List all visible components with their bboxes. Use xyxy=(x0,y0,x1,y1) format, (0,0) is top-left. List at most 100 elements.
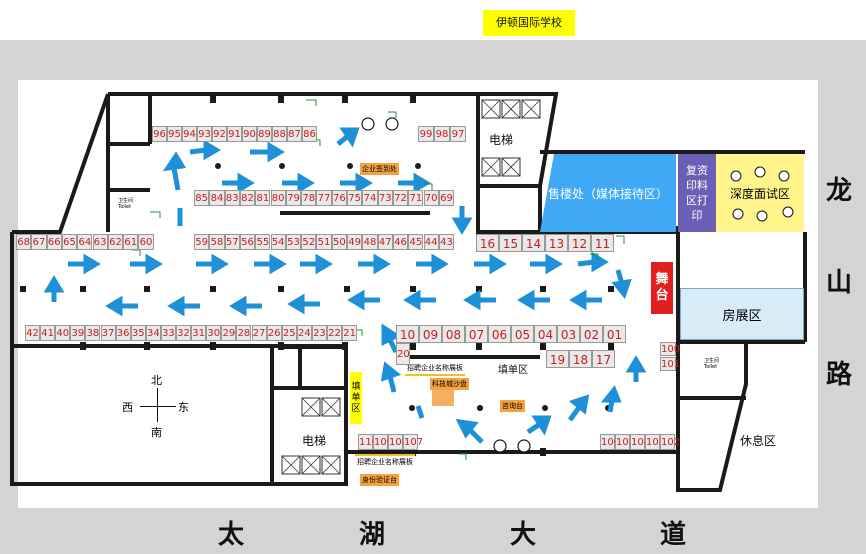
booth-29: 29 xyxy=(221,325,237,341)
booth-99: 99 xyxy=(418,126,434,142)
booth-57: 57 xyxy=(224,234,240,250)
booth-01: 01 xyxy=(603,325,626,343)
booth-60: 60 xyxy=(138,234,154,250)
booth-34: 34 xyxy=(145,325,161,341)
booth-109: 109 xyxy=(373,434,393,450)
booth-96: 96 xyxy=(152,126,167,142)
booth-71: 71 xyxy=(408,190,424,206)
road-right-char-2: 山 xyxy=(826,268,853,298)
house-show-zone: 房展区 xyxy=(680,288,804,340)
id-check-sign: 身份验证台 xyxy=(360,474,399,486)
booth-24: 24 xyxy=(296,325,312,341)
booth-38: 38 xyxy=(85,325,101,341)
booth-67: 67 xyxy=(31,234,47,250)
booth-101: 101 xyxy=(660,357,681,371)
form-fill-small-label: 填单区 xyxy=(351,381,361,414)
booth-106: 106 xyxy=(600,434,620,450)
booth-92: 92 xyxy=(212,126,227,142)
booth-30: 30 xyxy=(206,325,222,341)
booth-04: 04 xyxy=(534,325,557,343)
booth-79: 79 xyxy=(285,190,302,206)
road-bottom-char-1: 太 xyxy=(218,520,245,550)
booth-78: 78 xyxy=(301,190,317,206)
sales-zone: 售楼处（媒体接待区） xyxy=(540,154,676,232)
booth-108: 108 xyxy=(388,434,408,450)
booth-17: 17 xyxy=(592,350,615,368)
booth-42: 42 xyxy=(25,325,41,341)
booth-56: 56 xyxy=(239,234,256,250)
booth-73: 73 xyxy=(377,190,393,206)
booth-80: 80 xyxy=(270,190,286,206)
booth-103: 103 xyxy=(645,434,665,450)
road-bottom-char-3: 大 xyxy=(510,520,537,550)
booth-33: 33 xyxy=(160,325,176,341)
booth-81: 81 xyxy=(255,190,271,206)
booth-100: 100 xyxy=(660,342,681,356)
checkin-sign: 企业签到处 xyxy=(360,163,399,175)
booth-20: 20 xyxy=(396,343,410,365)
booth-08: 08 xyxy=(442,325,465,343)
elevator-label-top: 电梯 xyxy=(489,133,514,147)
booth-10: 10 xyxy=(396,325,419,343)
booth-84: 84 xyxy=(209,190,225,206)
road-bottom-char-2: 湖 xyxy=(359,520,386,550)
booth-35: 35 xyxy=(130,325,146,341)
booth-48: 48 xyxy=(362,234,378,250)
booth-82: 82 xyxy=(239,190,256,206)
booth-39: 39 xyxy=(70,325,86,341)
booth-55: 55 xyxy=(255,234,271,250)
booth-98: 98 xyxy=(434,126,450,142)
top-school-label: 伊顿国际学校 xyxy=(483,10,575,36)
booth-68: 68 xyxy=(16,234,32,250)
booth-50: 50 xyxy=(331,234,347,250)
booth-74: 74 xyxy=(362,190,378,206)
booth-59: 59 xyxy=(194,234,210,250)
interview-zone-label: 深度面试区 xyxy=(727,184,792,202)
elevator-label-bottom: 电梯 xyxy=(302,434,327,448)
booth-19: 19 xyxy=(546,350,569,368)
booth-85: 85 xyxy=(194,190,210,206)
stage-label: 舞台 xyxy=(655,272,669,303)
booth-14: 14 xyxy=(522,234,545,252)
compass-cross-h xyxy=(140,406,176,407)
booth-11: 11 xyxy=(591,234,614,252)
road-bottom xyxy=(0,508,866,554)
rest-zone-label: 休息区 xyxy=(740,434,777,448)
booth-86: 86 xyxy=(302,126,317,142)
booth-66: 66 xyxy=(46,234,62,250)
compass-west: 西 xyxy=(122,401,133,414)
print-zone-label: 复资印料区打印 xyxy=(686,164,708,222)
booth-41: 41 xyxy=(40,325,56,341)
consult-sign: 咨询台 xyxy=(500,400,525,412)
booth-28: 28 xyxy=(236,325,252,341)
booth-70: 70 xyxy=(423,190,439,206)
booth-91: 91 xyxy=(227,126,242,142)
booth-47: 47 xyxy=(377,234,393,250)
booth-94: 94 xyxy=(182,126,197,142)
road-bottom-char-4: 道 xyxy=(660,520,687,550)
booth-65: 65 xyxy=(61,234,78,250)
booth-76: 76 xyxy=(331,190,347,206)
booth-63: 63 xyxy=(92,234,108,250)
form-fill-small-zone: 填单区 xyxy=(350,372,362,424)
booth-107: 107 xyxy=(403,434,423,450)
booth-12: 12 xyxy=(568,234,591,252)
booth-95: 95 xyxy=(167,126,182,142)
booth-64: 64 xyxy=(77,234,93,250)
booth-13: 13 xyxy=(545,234,568,252)
booth-104: 104 xyxy=(630,434,650,450)
compass: 北 南 西 东 xyxy=(118,372,198,442)
booth-02: 02 xyxy=(580,325,603,343)
stage-zone: 舞台 xyxy=(651,262,673,314)
compass-north: 北 xyxy=(151,374,162,387)
booth-40: 40 xyxy=(55,325,71,341)
booth-07: 07 xyxy=(465,325,488,343)
sandbox-sign: 科技城沙盘 xyxy=(430,378,469,390)
booth-09: 09 xyxy=(419,325,442,343)
booth-21: 21 xyxy=(342,325,358,341)
booth-18: 18 xyxy=(569,350,592,368)
booth-87: 87 xyxy=(287,126,302,142)
road-right xyxy=(818,40,866,554)
booth-25: 25 xyxy=(281,325,297,341)
